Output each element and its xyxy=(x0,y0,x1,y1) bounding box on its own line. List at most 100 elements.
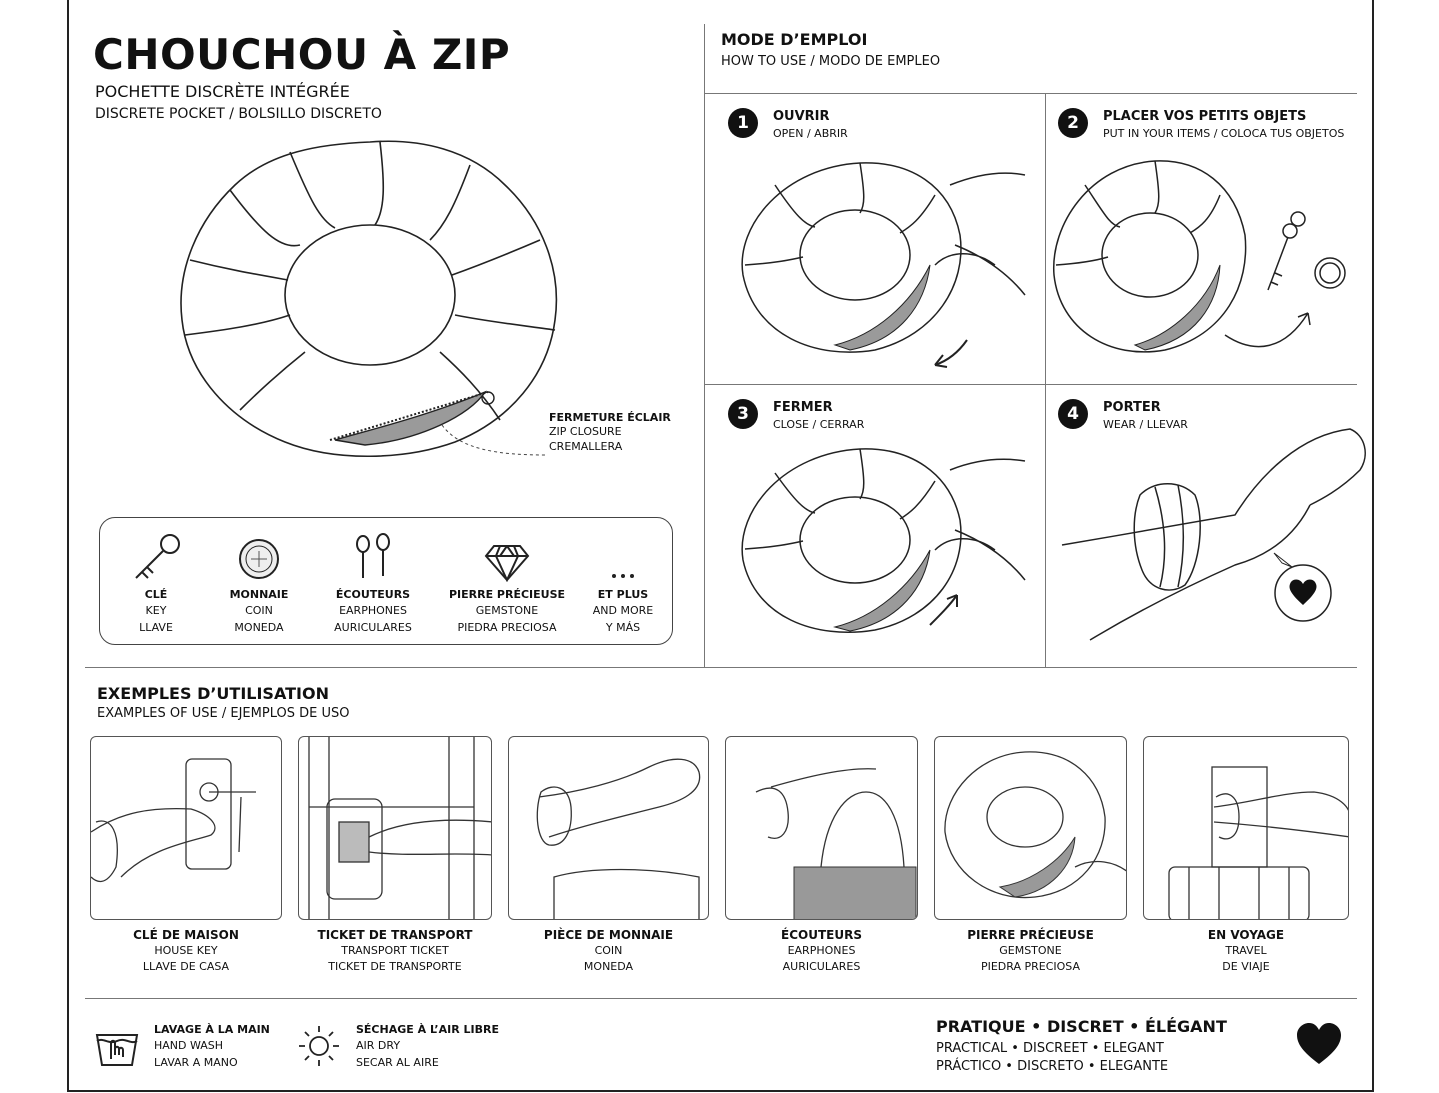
earphones-icon xyxy=(356,533,390,578)
item-label-fr: PIERRE PRÉCIEUSE xyxy=(448,588,566,601)
slogan-fr: PRATIQUE • DISCRET • ÉLÉGANT xyxy=(936,1017,1227,1036)
key-icon xyxy=(135,534,180,579)
step-number: 4 xyxy=(1058,399,1088,429)
step-number: 2 xyxy=(1058,108,1088,138)
care-label-fr: LAVAGE À LA MAIN xyxy=(154,1023,270,1036)
item-label-es: Y MÁS xyxy=(605,621,641,634)
section-divider xyxy=(85,667,1357,668)
step-4-illustration xyxy=(1060,425,1370,645)
sun-icon xyxy=(297,1024,341,1068)
zip-label-en: ZIP CLOSURE xyxy=(549,425,622,438)
example-label: CLÉ DE MAISON HOUSE KEY LLAVE DE CASA xyxy=(90,928,282,974)
step-title: OUVRIR xyxy=(773,109,830,124)
care-air-dry: SÉCHAGE À L’AIR LIBRE AIR DRY SECAR AL A… xyxy=(356,1023,499,1070)
step-title: FERMER xyxy=(773,400,833,415)
vertical-divider xyxy=(704,24,705,667)
zip-callout: FERMETURE ÉCLAIR ZIP CLOSURE CREMALLERA xyxy=(549,411,671,454)
subtitle-en-es: DISCRETE POCKET / BOLSILLO DISCRETO xyxy=(95,106,382,122)
examples-subtitle: EXAMPLES OF USE / EJEMPLOS DE USO xyxy=(97,706,350,721)
example-label-fr: CLÉ DE MAISON xyxy=(133,928,239,942)
item-coin: MONNAIE COIN MONEDA xyxy=(189,530,329,635)
example-label-en: GEMSTONE xyxy=(999,944,1062,957)
example-label-es: DE VIAJE xyxy=(1222,960,1270,973)
example-card-house-key xyxy=(90,736,282,920)
item-more: ET PLUS AND MORE Y MÁS xyxy=(553,530,693,635)
example-label-en: TRAVEL xyxy=(1225,944,1267,957)
example-card-travel xyxy=(1143,736,1349,920)
example-label-fr: EN VOYAGE xyxy=(1207,928,1285,942)
step-1-illustration xyxy=(735,155,1030,375)
item-label-en: AND MORE xyxy=(592,604,654,617)
hand-wash-icon xyxy=(95,1025,139,1069)
howto-title: MODE D’EMPLOI xyxy=(721,30,868,49)
item-label-es: LLAVE xyxy=(139,621,173,634)
step-number: 1 xyxy=(728,108,758,138)
step-subtitle: OPEN / ABRIR xyxy=(773,127,848,140)
item-label-en: COIN xyxy=(245,604,273,617)
step-3-illustration xyxy=(735,445,1030,645)
example-label-es: AURICULARES xyxy=(782,960,861,973)
item-label-es: MONEDA xyxy=(234,621,284,634)
step-subtitle: PUT IN YOUR ITEMS / COLOCA TUS OBJETOS xyxy=(1103,127,1345,140)
item-label-en: EARPHONES xyxy=(339,604,407,617)
subtitle-fr: POCHETTE DISCRÈTE INTÉGRÉE xyxy=(95,82,350,101)
example-label-fr: ÉCOUTEURS xyxy=(781,928,862,942)
care-label-en: AIR DRY xyxy=(356,1039,401,1052)
page-frame xyxy=(67,0,1374,1092)
coin-icon xyxy=(239,539,279,579)
example-label-es: TICKET DE TRANSPORTE xyxy=(328,960,462,973)
example-label-es: LLAVE DE CASA xyxy=(142,960,230,973)
item-label-fr: CLÉ xyxy=(144,588,168,601)
example-label-fr: PIERRE PRÉCIEUSE xyxy=(967,928,1094,942)
item-earphones: ÉCOUTEURS EARPHONES AURICULARES xyxy=(303,530,443,635)
example-label: ÉCOUTEURS EARPHONES AURICULARES xyxy=(725,928,918,974)
example-card-transport-ticket xyxy=(298,736,492,920)
example-card-coin xyxy=(508,736,709,920)
item-label-es: AURICULARES xyxy=(334,621,412,634)
howto-subtitle: HOW TO USE / MODO DE EMPLEO xyxy=(721,54,941,69)
footer-divider xyxy=(85,998,1357,999)
zip-callout-line xyxy=(441,424,546,456)
example-label: PIÈCE DE MONNAIE COIN MONEDA xyxy=(508,928,709,974)
step-subtitle: WEAR / LLEVAR xyxy=(1103,418,1188,431)
item-label-fr: ÉCOUTEURS xyxy=(335,588,411,601)
howto-top-rule xyxy=(704,93,1357,94)
howto-middle-rule xyxy=(704,384,1357,385)
item-key: CLÉ KEY LLAVE xyxy=(86,530,226,635)
zip-label-fr: FERMETURE ÉCLAIR xyxy=(549,411,671,424)
zip-label-es: CREMALLERA xyxy=(549,440,623,453)
item-label-fr: ET PLUS xyxy=(597,588,649,601)
example-label: PIERRE PRÉCIEUSE GEMSTONE PIEDRA PRECIOS… xyxy=(934,928,1127,974)
example-label-fr: TICKET DE TRANSPORT xyxy=(317,928,473,942)
care-hand-wash: LAVAGE À LA MAIN HAND WASH LAVAR A MANO xyxy=(154,1023,270,1070)
step-subtitle: CLOSE / CERRAR xyxy=(773,418,865,431)
ellipsis-icon xyxy=(612,574,634,578)
item-label-es: PIEDRA PRECIOSA xyxy=(457,621,557,634)
howto-center-divider xyxy=(1045,93,1046,667)
items-panel xyxy=(99,517,673,645)
example-label-es: PIEDRA PRECIOSA xyxy=(980,960,1081,973)
care-label-es: LAVAR A MANO xyxy=(154,1056,238,1069)
scrunchie-illustration xyxy=(170,130,570,470)
step-title: PORTER xyxy=(1103,400,1161,415)
example-label: TICKET DE TRANSPORT TRANSPORT TICKET TIC… xyxy=(298,928,492,974)
example-label-en: EARPHONES xyxy=(787,944,856,957)
example-label-en: TRANSPORT TICKET xyxy=(341,944,449,957)
example-label-en: COIN xyxy=(594,944,623,957)
slogan: PRATIQUE • DISCRET • ÉLÉGANT PRACTICAL •… xyxy=(936,1017,1227,1076)
care-label-fr: SÉCHAGE À L’AIR LIBRE xyxy=(356,1023,499,1036)
item-gemstone: PIERRE PRÉCIEUSE GEMSTONE PIEDRA PRECIOS… xyxy=(437,530,577,635)
example-card-gemstone xyxy=(934,736,1127,920)
example-label: EN VOYAGE TRAVEL DE VIAJE xyxy=(1143,928,1349,974)
page-title: CHOUCHOU À ZIP xyxy=(93,30,511,79)
gemstone-icon xyxy=(484,545,530,582)
example-label-en: HOUSE KEY xyxy=(154,944,218,957)
heart-icon xyxy=(1295,1022,1343,1066)
slogan-es: PRÁCTICO • DISCRETO • ELEGANTE xyxy=(936,1059,1169,1074)
care-label-en: HAND WASH xyxy=(154,1039,224,1052)
care-label-es: SECAR AL AIRE xyxy=(356,1056,439,1069)
slogan-en: PRACTICAL • DISCREET • ELEGANT xyxy=(936,1041,1164,1056)
step-title: PLACER VOS PETITS OBJETS xyxy=(1103,109,1307,124)
item-label-en: KEY xyxy=(145,604,167,617)
item-label-en: GEMSTONE xyxy=(475,604,539,617)
